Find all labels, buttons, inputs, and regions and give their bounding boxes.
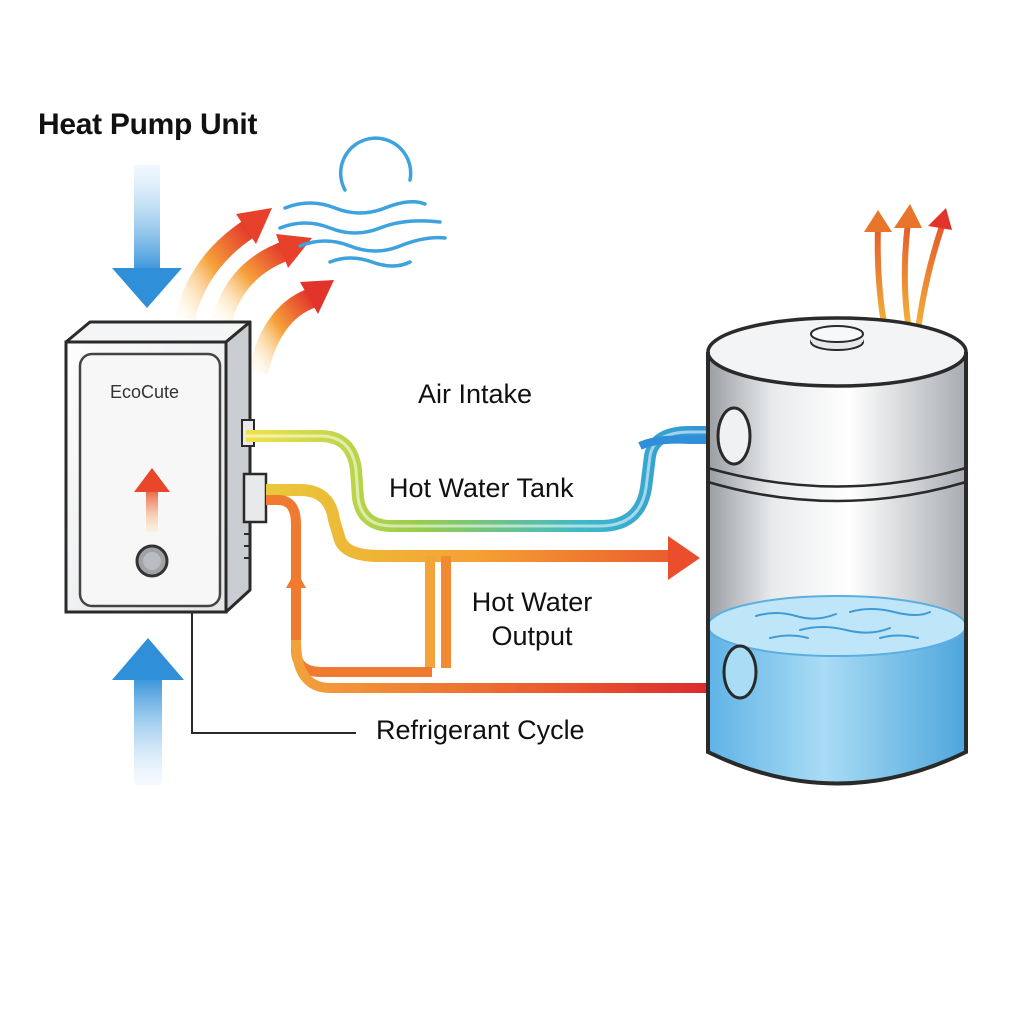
hot-water-output-label: Hot Water Output [457, 585, 607, 653]
air-intake-label: Air Intake [418, 379, 533, 409]
unit-up-arrow-icon [134, 468, 170, 532]
cold-air-arrow-icon [112, 638, 184, 785]
hot-water-output-line1: Hot Water [471, 587, 593, 617]
tank-icon [706, 316, 968, 786]
diagram-title: Heat Pump Unit [38, 108, 258, 141]
unit-brand-label: EcoCute [110, 382, 180, 402]
warm-air-arrow-icon [175, 208, 334, 375]
hot-water-output-line2: Output [491, 621, 573, 651]
cold-air-arrow-icon [112, 165, 182, 308]
pipes [246, 426, 730, 693]
refrigerant-cycle-label: Refrigerant Cycle [376, 715, 585, 745]
unit-dial-icon [135, 544, 169, 578]
wind-icon [278, 136, 447, 268]
refrigerant-leader-line [191, 612, 356, 734]
hot-water-tank-label: Hot Water Tank [389, 473, 574, 503]
heat-pump-unit [64, 320, 268, 614]
